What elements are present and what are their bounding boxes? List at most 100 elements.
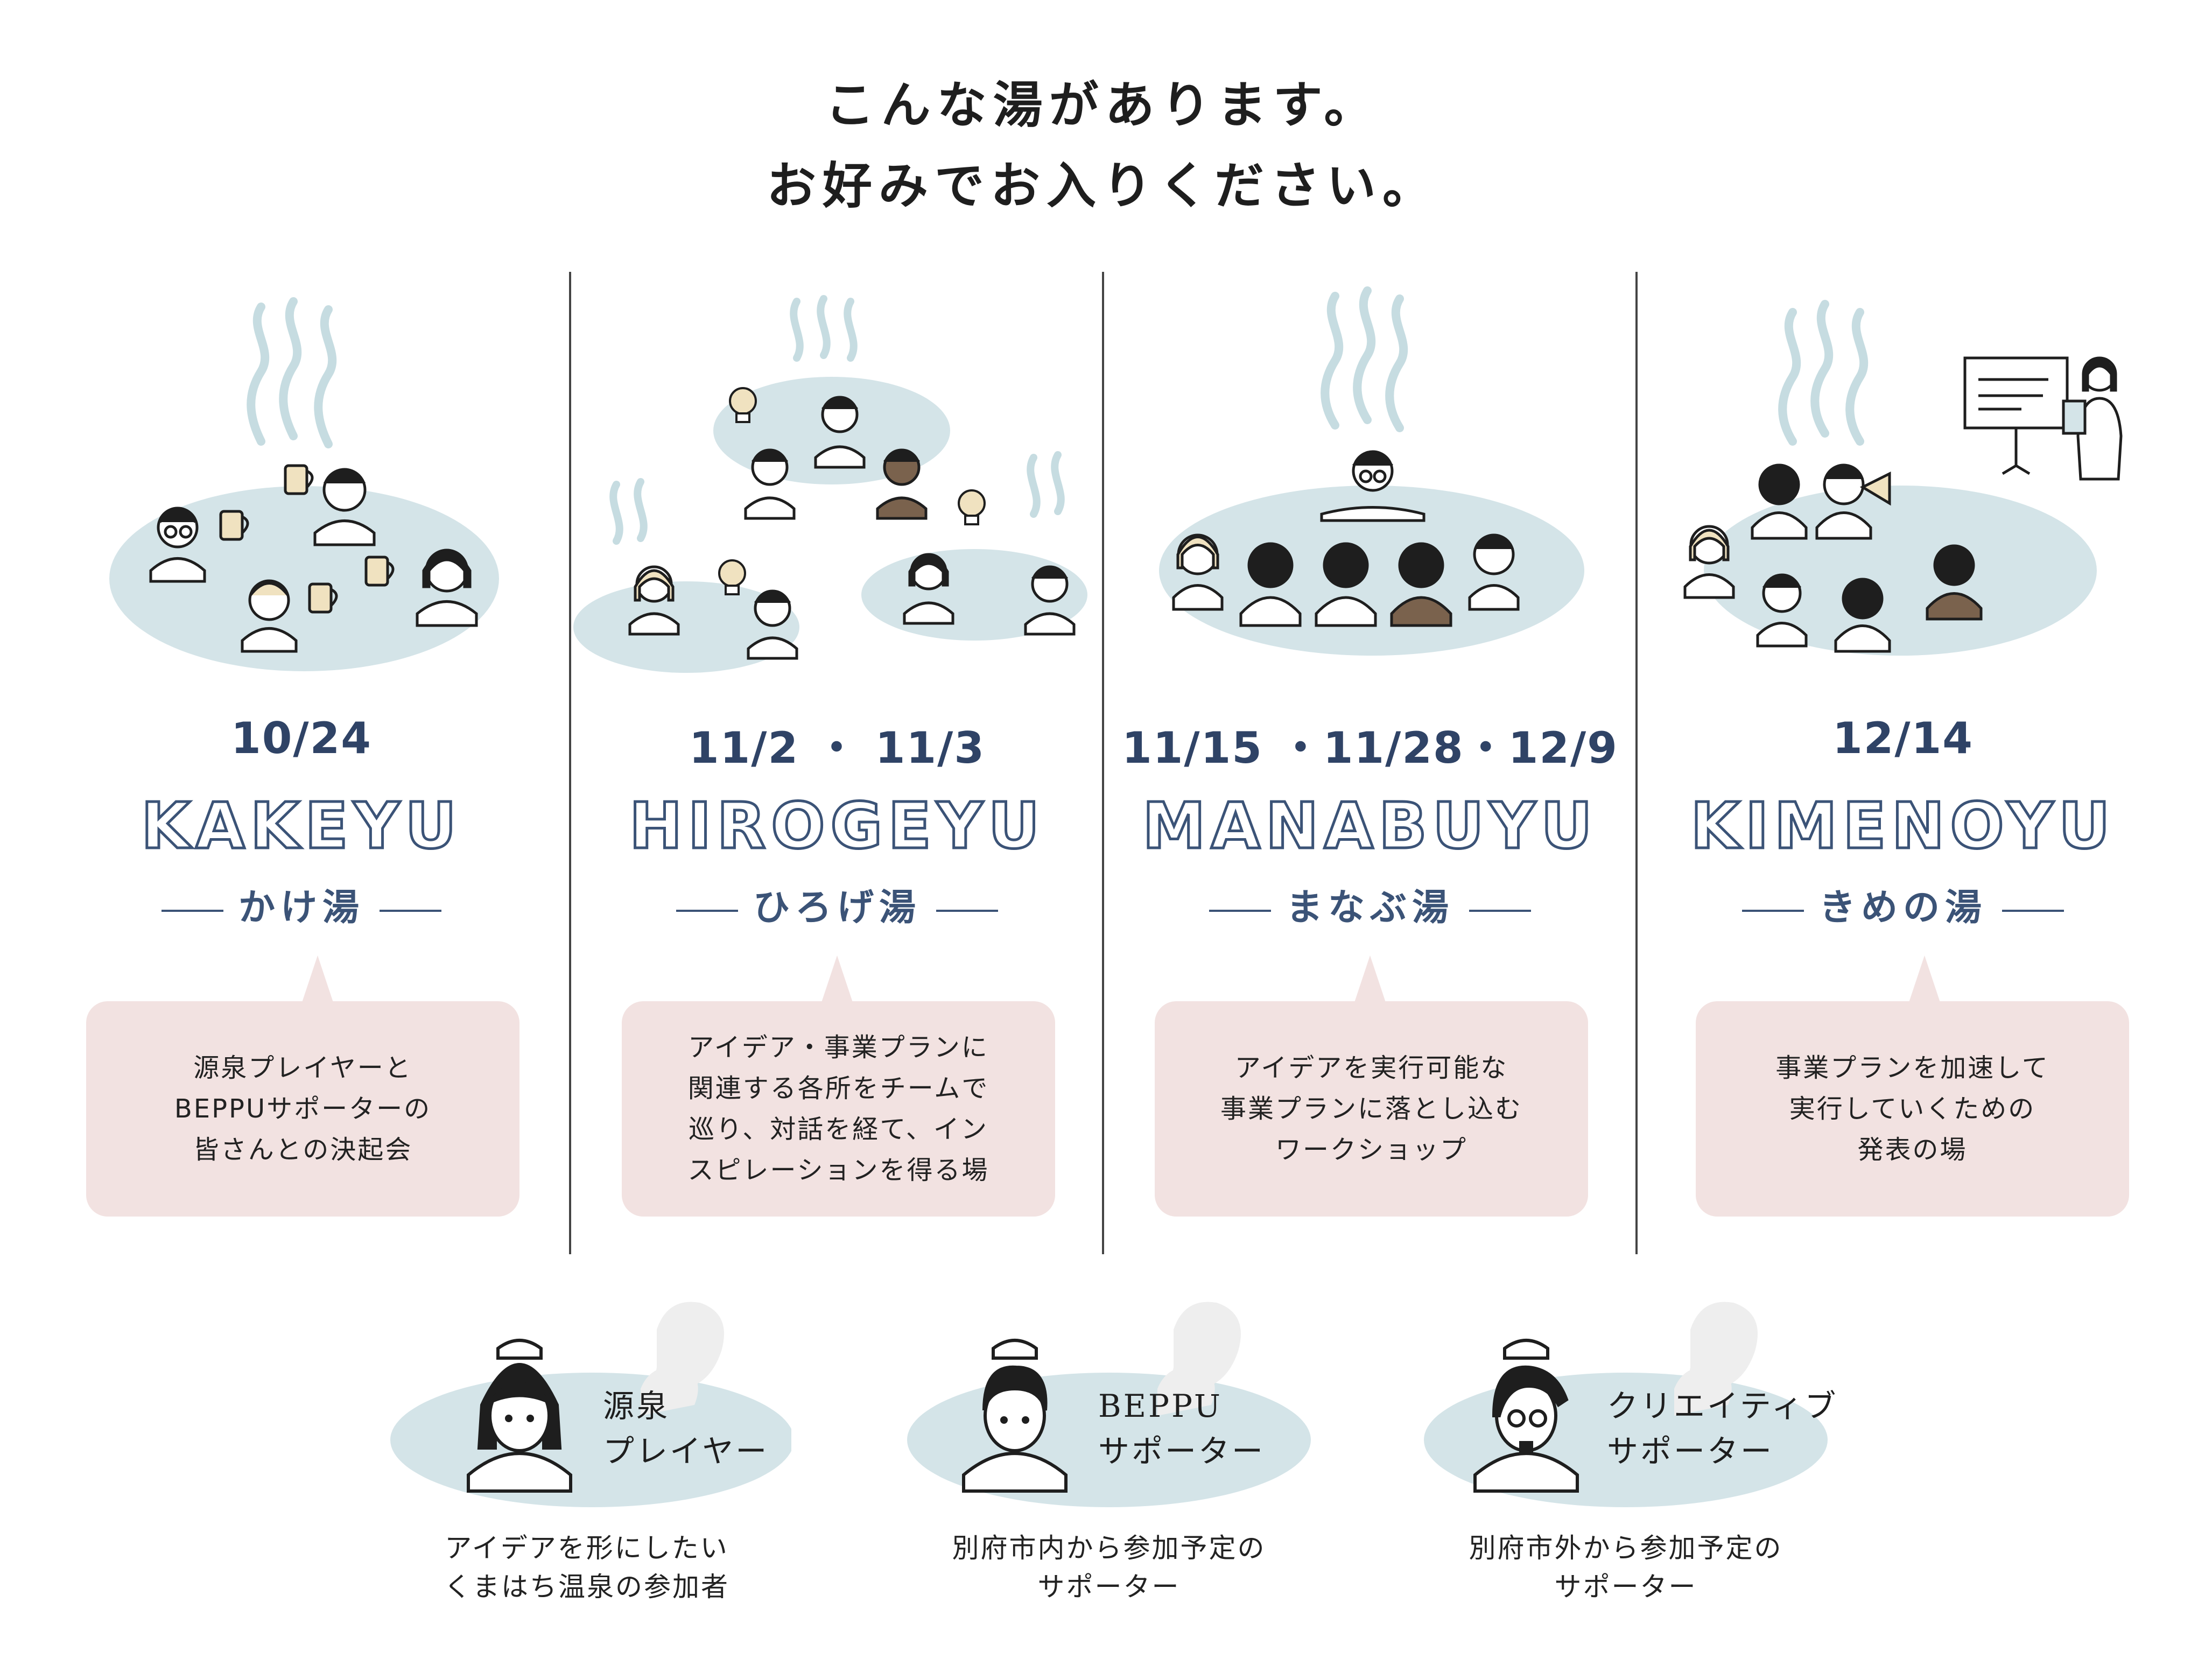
participant-label: 源泉 プレイヤー — [603, 1383, 769, 1474]
bather-icon — [364, 549, 478, 627]
student-icon — [1468, 533, 1520, 611]
hirogeyu-illustration — [573, 295, 1087, 673]
description-line: 発表の場 — [1857, 1135, 1968, 1165]
hot-spring-pool — [573, 581, 799, 673]
participant-creative-supporter: クリエイティブ サポーター — [1421, 1281, 1836, 1583]
teacher-icon — [1320, 450, 1425, 522]
description-line: ワークショップ — [1275, 1135, 1467, 1165]
participant-description-line: 別府市内から参加予定の — [952, 1533, 1266, 1564]
manabuyu-illustration — [1159, 286, 1584, 656]
description-line: アイデアを実行可能な — [1234, 1053, 1508, 1083]
steam-icon — [1778, 300, 1869, 446]
bather-back-icon — [1926, 544, 1983, 621]
event-japanese-label: ひろげ湯 — [753, 886, 921, 929]
dash-decoration — [1469, 909, 1531, 912]
event-name: KIMENOYU — [1637, 788, 2169, 864]
bather-back-icon — [1751, 463, 1808, 540]
participant-description-line: 別府市外から参加予定の — [1469, 1533, 1783, 1564]
event-column-kakeyu: 10/24 KAKEYU かけ湯 源泉プレイヤーと BEPPUサポーターの 皆さ… — [35, 0, 568, 1254]
description-line: 源泉プレイヤーと — [193, 1053, 412, 1083]
glasses-man-bather-icon — [1473, 1339, 1579, 1493]
student-icon — [1172, 533, 1224, 611]
bather-icon — [747, 589, 798, 660]
bather-icon — [1756, 573, 1808, 648]
dash-decoration — [2002, 909, 2064, 912]
event-japanese-name: かけ湯 — [35, 877, 568, 931]
bather-icon — [744, 448, 796, 520]
participant-label-line: プレイヤー — [603, 1433, 769, 1470]
student-back-icon — [1390, 542, 1452, 627]
presentation-board-icon — [1963, 356, 2069, 475]
steam-cloud-icon — [1674, 1302, 1758, 1416]
event-japanese-name: きめの湯 — [1637, 877, 2169, 931]
column-divider — [1635, 272, 1638, 1254]
event-name-text: MANABUYU — [1142, 789, 1598, 859]
participant-label: クリエイティブ サポーター — [1607, 1383, 1838, 1474]
participant-description: 別府市内から参加予定の サポーター — [904, 1529, 1314, 1606]
bather-icon — [814, 396, 866, 469]
event-column-hirogeyu: 11/2 ・ 11/3 HIROGEYU ひろげ湯 アイデア・事業プランに 関連… — [571, 0, 1104, 1254]
event-description-bubble: アイデア・事業プランに 関連する各所をチームで 巡り、対話を経て、イン スピレー… — [622, 1001, 1055, 1217]
beppu-supporter-illustration — [907, 1302, 1311, 1507]
event-name-text: KIMENOYU — [1690, 789, 2116, 859]
column-divider — [569, 272, 571, 1254]
student-back-icon — [1239, 542, 1302, 627]
description-line: 事業プランに落とし込む — [1220, 1094, 1522, 1124]
participant-description-line: くまはち温泉の参加者 — [444, 1571, 729, 1602]
bubble-pointer — [1354, 955, 1386, 1004]
steam-cloud-icon — [641, 1302, 724, 1416]
event-dates: 11/2 ・ 11/3 — [689, 723, 986, 773]
event-japanese-name: まなぶ湯 — [1104, 877, 1637, 931]
bather-icon — [284, 464, 376, 546]
description-line: 実行していくための — [1789, 1094, 2036, 1124]
bubble-pointer — [1908, 955, 1941, 1004]
event-dates: 12/14 — [1832, 713, 1974, 763]
bather-icon — [903, 553, 954, 625]
event-name: KAKEYU — [35, 788, 568, 864]
dash-decoration — [161, 909, 223, 912]
megaphone-bather-icon — [1815, 463, 1891, 540]
bubble-pointer — [301, 955, 334, 1004]
kimenoyu-illustration — [1683, 300, 2123, 656]
event-column-manabuyu: 11/15 ・11/28・12/9 MANABUYU まなぶ湯 アイデアを実行可… — [1104, 0, 1637, 1254]
description-line: 事業プランを加速して — [1775, 1053, 2049, 1083]
participant-label-line: サポーター — [1098, 1433, 1266, 1470]
steam-icon — [1321, 286, 1408, 432]
event-japanese-label: かけ湯 — [238, 886, 364, 929]
woman-bather-icon — [467, 1339, 572, 1493]
dash-decoration — [676, 909, 738, 912]
participant-label-line: BEPPU — [1098, 1388, 1223, 1424]
bather-icon — [1024, 565, 1076, 636]
participant-genshen-player: 源泉 プレイヤー — [382, 1281, 791, 1583]
description-line: 皆さんとの決起会 — [193, 1135, 413, 1165]
kakeyu-illustration — [109, 297, 499, 671]
event-description-bubble: アイデアを実行可能な 事業プランに落とし込む ワークショップ — [1155, 1001, 1588, 1217]
dash-decoration — [380, 909, 441, 912]
steam-icon — [247, 297, 337, 448]
description-line: スピレーションを得る場 — [687, 1155, 989, 1185]
participant-label-line: 源泉 — [603, 1388, 670, 1424]
description-line: アイデア・事業プランに — [688, 1032, 989, 1063]
hot-spring-pool — [109, 486, 499, 671]
description-line: 関連する各所をチームで — [687, 1073, 989, 1103]
event-description-bubble: 事業プランを加速して 実行していくための 発表の場 — [1696, 1001, 2129, 1217]
presenter-icon — [2062, 356, 2123, 481]
description-line: 巡り、対話を経て、イン — [689, 1114, 988, 1144]
event-dates: 11/15 ・11/28・12/9 — [1122, 723, 1618, 773]
heading-line-1: こんな湯があります。 — [825, 76, 1380, 134]
student-back-icon — [1315, 542, 1377, 627]
steam-icon — [609, 295, 1065, 545]
creative-supporter-illustration — [1424, 1302, 1828, 1507]
dash-decoration — [936, 909, 998, 912]
bather-icon — [149, 507, 249, 583]
event-name: MANABUYU — [1104, 788, 1637, 864]
event-column-kimenoyu: 12/14 KIMENOYU きめの湯 事業プランを加速して 実行していくための… — [1637, 0, 2169, 1254]
participant-label-line: サポーター — [1607, 1433, 1774, 1470]
bather-icon — [876, 448, 928, 520]
event-name-text: HIROGEYU — [629, 789, 1045, 859]
event-japanese-name: ひろげ湯 — [571, 877, 1104, 931]
page-heading: こんな湯があります。 お好みでお入りください。 — [0, 65, 2205, 226]
event-name: HIROGEYU — [571, 788, 1104, 864]
event-japanese-label: まなぶ湯 — [1286, 886, 1454, 929]
bather-icon — [1683, 525, 1735, 599]
